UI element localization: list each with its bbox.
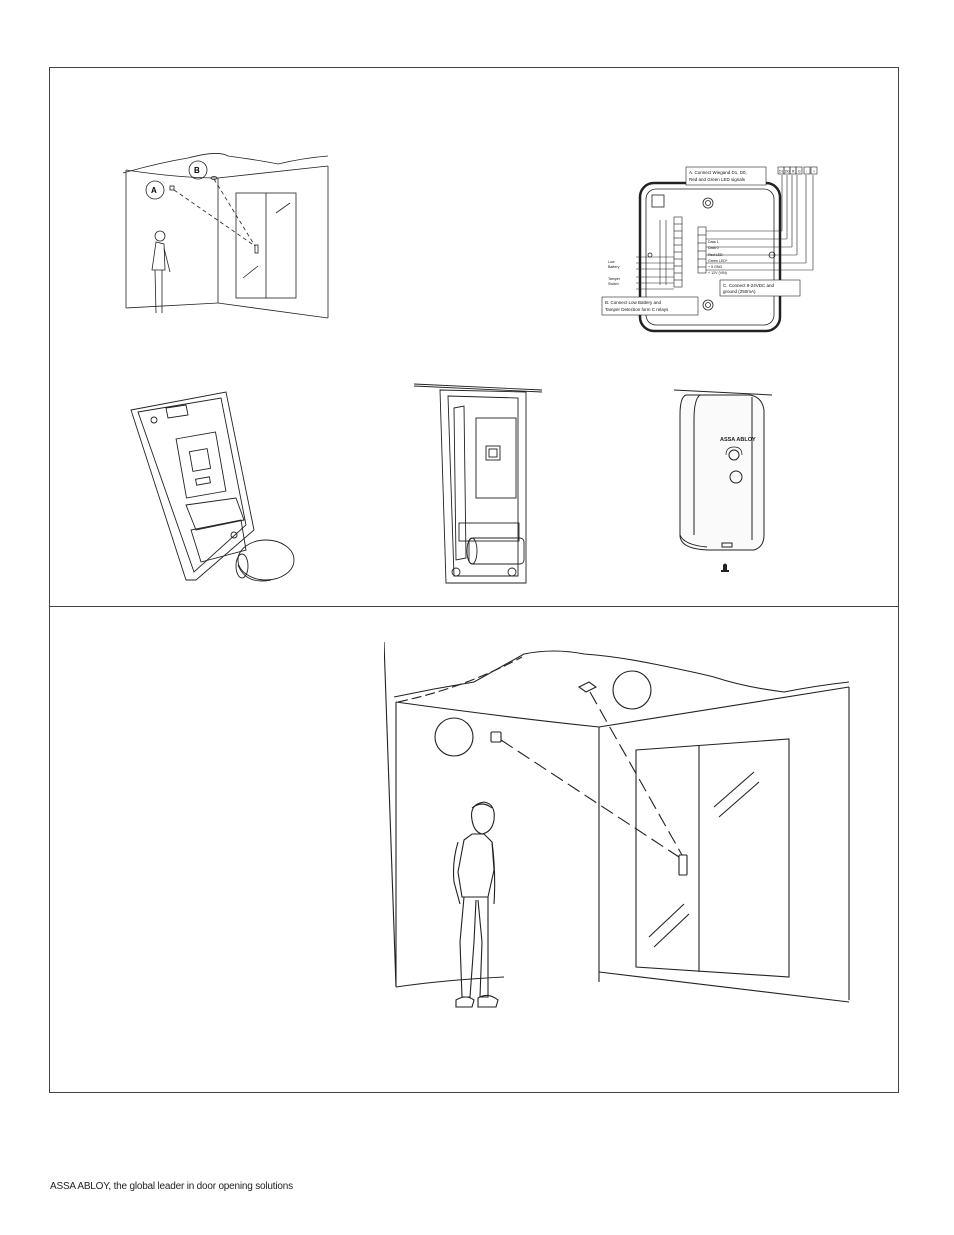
callout-b-line1: B. Connect Low Battery and xyxy=(605,300,662,305)
tag-label: G xyxy=(798,170,801,174)
callout-c-line2: ground (250mA) xyxy=(723,289,756,294)
label-b: B xyxy=(194,166,200,175)
terminal-label: + 12V (VIN) xyxy=(708,271,727,275)
callout-a-line1: A. Connect Wiegand D1, D0, xyxy=(689,170,747,175)
terminal-label: Data 1 xyxy=(708,240,719,244)
left-label: Battery xyxy=(608,265,620,269)
callout-b-line2: Tamper Detection form C relays xyxy=(605,307,669,312)
tag-label: R xyxy=(792,170,795,174)
footer-tagline: ASSA ABLOY, the global leader in door op… xyxy=(50,1181,293,1192)
reader-brand: ASSA ABLOY xyxy=(720,437,756,443)
tag-label: D1 xyxy=(779,170,783,174)
terminal-label: + 5 GND xyxy=(708,265,722,269)
terminal-label: Red LED xyxy=(708,253,723,257)
terminal-label: Data 0 xyxy=(708,246,719,250)
tag-label: - xyxy=(806,170,807,174)
terminal-label: Green LED* xyxy=(708,259,728,263)
left-label: Low xyxy=(608,260,615,264)
callout-c-line1: C. Connect 8-24VDC and xyxy=(723,283,775,288)
reader-open-battery-angled xyxy=(130,391,295,582)
left-label: Switch xyxy=(608,282,619,286)
left-label: Tamper xyxy=(608,277,621,281)
large-room-scene xyxy=(384,642,850,1008)
label-a: A xyxy=(151,186,157,195)
tag-label: + xyxy=(813,170,815,174)
callout-a-line2: Red and Green LED signals xyxy=(689,177,746,182)
small-room-scene: A B xyxy=(122,153,329,319)
tag-label: D0 xyxy=(785,170,789,174)
reader-closed: ASSA ABLOY xyxy=(673,389,773,572)
reader-open-mounted xyxy=(414,383,543,584)
wiring-diagram: A. Connect Wiegand D1, D0, Red and Green… xyxy=(601,166,818,333)
bottom-illustration-panel xyxy=(49,606,899,1093)
